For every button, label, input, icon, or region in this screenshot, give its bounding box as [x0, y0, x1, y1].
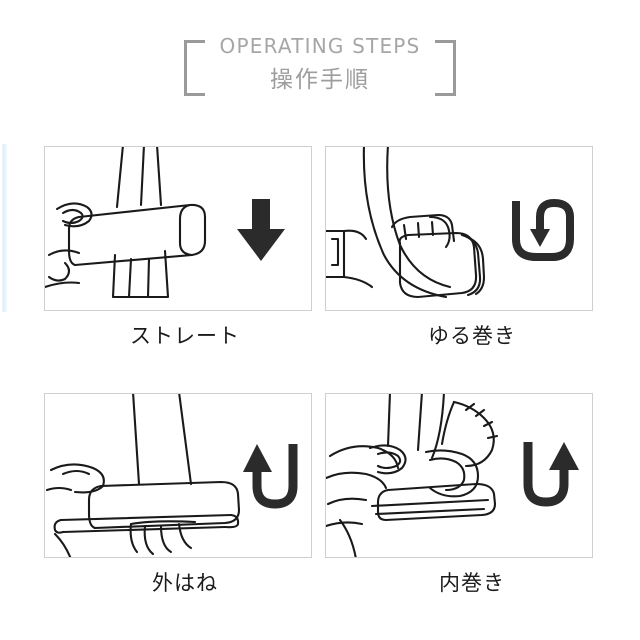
bracket-right-icon — [435, 40, 456, 96]
u-turn-up-left-icon — [243, 444, 298, 509]
illustration-inward-curl — [326, 394, 499, 557]
step-panel-inward-curl[interactable] — [325, 393, 593, 558]
step-cell-loose-curl: ゆる巻き — [325, 146, 593, 350]
step-panel-straight[interactable] — [44, 146, 312, 311]
left-edge-color-strip — [2, 144, 7, 312]
page-header: OPERATING STEPS 操作手順 — [0, 34, 640, 106]
steps-row-bottom: 外はね — [44, 393, 612, 597]
page-title-jp: 操作手順 — [270, 67, 370, 93]
step-cell-inward-curl: 内巻き — [325, 393, 593, 597]
step-caption-inward-curl: 内巻き — [439, 571, 505, 595]
page-title-en: OPERATING STEPS — [219, 34, 421, 58]
u-turn-loop-down-icon — [512, 198, 574, 261]
step-caption-outward-flip: 外はね — [152, 571, 218, 595]
bracket-left-icon — [184, 40, 205, 96]
arrow-down-icon — [237, 199, 285, 261]
steps-row-top: ストレート — [44, 146, 612, 350]
step-cell-outward-flip: 外はね — [44, 393, 312, 597]
step-caption-loose-curl: ゆる巻き — [428, 324, 516, 348]
steps-grid: ストレート — [44, 146, 612, 597]
u-turn-up-right-icon — [523, 442, 579, 507]
step-caption-straight: ストレート — [130, 324, 240, 348]
step-cell-straight: ストレート — [44, 146, 312, 350]
illustration-outward-flip — [45, 394, 241, 557]
illustration-straight — [45, 147, 207, 299]
step-panel-loose-curl[interactable] — [325, 146, 593, 311]
illustration-loose-curl — [326, 147, 486, 299]
step-panel-outward-flip[interactable] — [44, 393, 312, 558]
